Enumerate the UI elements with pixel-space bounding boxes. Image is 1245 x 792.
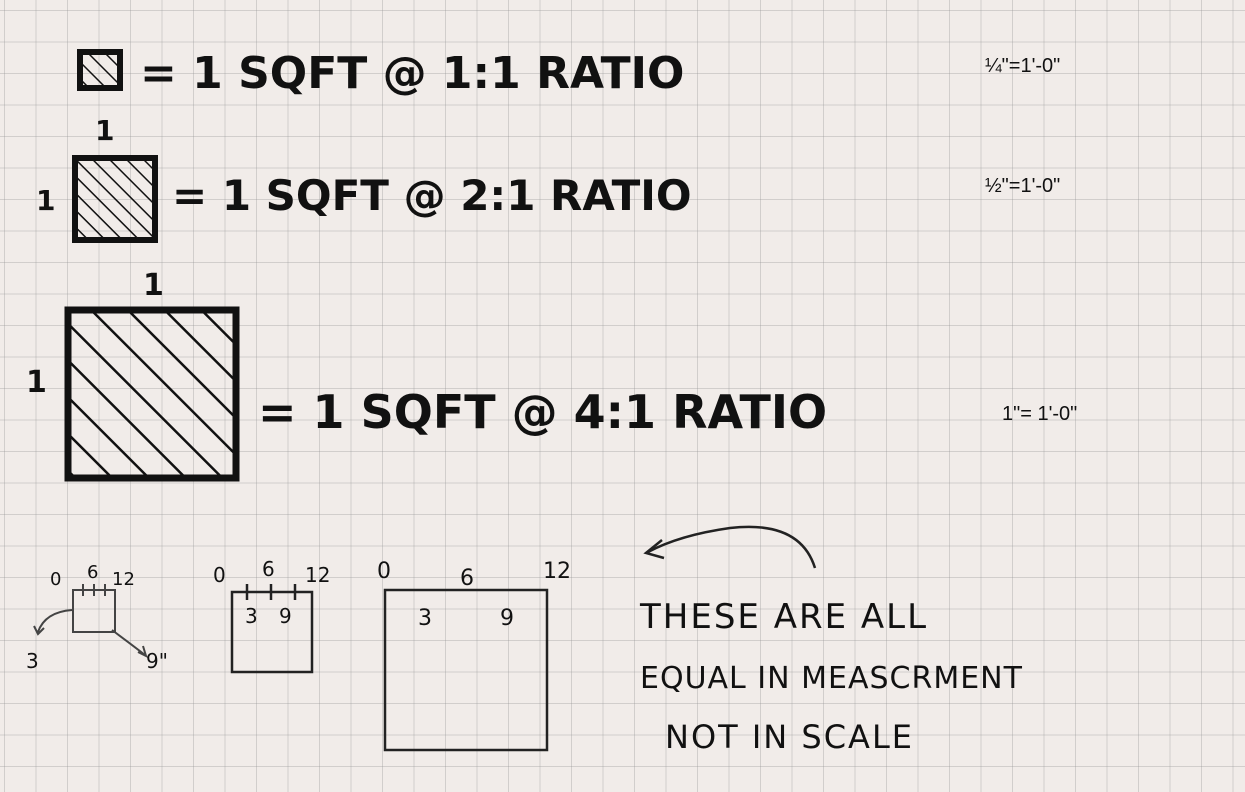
sq1-outside-3: 3 — [26, 649, 39, 673]
note-line-2: EQUAL IN MEASCRMENT — [640, 661, 1023, 696]
row-3-scale: 1"= 1'-0" — [1002, 403, 1077, 425]
row-2-dim-left: 1 — [36, 184, 55, 217]
sq2-tick-12: 12 — [305, 563, 330, 587]
hatched-square-large — [64, 306, 240, 482]
row-3-label: = 1 SQFT @ 4:1 RATIO — [258, 385, 827, 439]
measure-square-1 — [33, 584, 148, 658]
hatched-square-medium — [72, 155, 158, 243]
sq3-inside-3: 3 — [418, 606, 432, 631]
sq2-inside-3: 3 — [245, 604, 258, 628]
sq3-tick-0: 0 — [377, 559, 391, 584]
row-2-scale: ½"=1'-0" — [985, 175, 1060, 197]
sq3-inside-9: 9 — [500, 606, 514, 631]
hatched-square-small — [77, 49, 123, 91]
row-2-dim-top: 1 — [95, 114, 114, 147]
row-2-2-ratio: 1 1 = 1 SQFT @ 2:1 RATIO ½"=1'-0" — [36, 114, 1060, 243]
sq3-tick-6: 6 — [460, 566, 474, 591]
row-1-scale: ¼"=1'-0" — [985, 55, 1060, 77]
sq1-tick-0: 0 — [50, 569, 61, 590]
sq1-tick-12: 12 — [112, 569, 135, 590]
note: THESE ARE ALL EQUAL IN MEASCRMENT NOT IN… — [639, 597, 1023, 756]
sq1-outside-9: 9" — [146, 649, 168, 673]
measure-square-3 — [383, 588, 549, 752]
note-line-3: NOT IN SCALE — [665, 718, 914, 756]
row-1-1-ratio: = 1 SQFT @ 1:1 RATIO ¼"=1'-0" — [77, 48, 1060, 99]
sq2-inside-9: 9 — [279, 604, 292, 628]
row-2-label: = 1 SQFT @ 2:1 RATIO — [172, 171, 692, 220]
measure-square-2 — [230, 584, 314, 674]
row-3-4-ratio: 1 1 = 1 SQFT @ 4:1 RATIO 1"= 1'-0" — [26, 268, 1077, 482]
row-3-dim-left: 1 — [26, 365, 47, 400]
curved-arrow-icon — [643, 525, 817, 569]
sq1-tick-6: 6 — [87, 562, 98, 583]
note-line-1: THESE ARE ALL — [639, 597, 928, 637]
row-3-dim-top: 1 — [143, 268, 164, 303]
sq3-tick-12: 12 — [543, 559, 571, 584]
sq2-tick-0: 0 — [213, 563, 226, 587]
sq2-tick-6: 6 — [262, 557, 275, 581]
row-1-label: = 1 SQFT @ 1:1 RATIO — [140, 48, 684, 99]
